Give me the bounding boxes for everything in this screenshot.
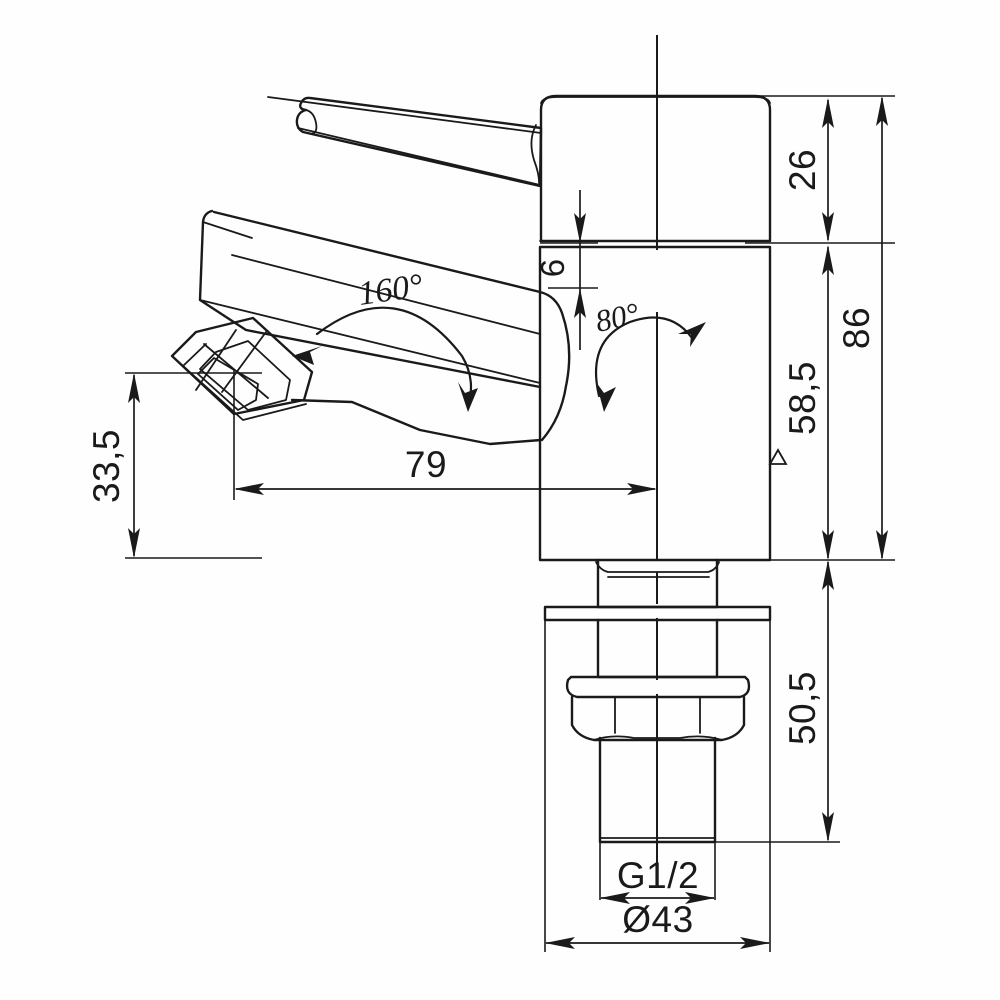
mount-sleeve-chamfer <box>595 561 720 573</box>
arrow-79-left <box>234 483 264 495</box>
arrow-86-top <box>876 96 888 126</box>
aerator-cross-line-1 <box>221 331 267 393</box>
spout-upper-sweep <box>212 210 571 442</box>
arrow-6-bottom <box>574 288 586 318</box>
angle-label-80: 80° <box>592 296 642 339</box>
arrow-335-bottom <box>128 528 140 558</box>
angle-160-arc <box>315 306 473 400</box>
arrow-dia43-left <box>545 937 575 949</box>
spout-facet-left-lower <box>199 299 541 384</box>
arrow-585-bottom <box>822 530 834 560</box>
arrow-79-right <box>627 483 657 495</box>
arrow-dia43-right <box>740 937 770 949</box>
arrow-26-bottom <box>822 212 834 242</box>
lever-handle-root-notch <box>530 124 541 187</box>
angle-label-160: 160° <box>356 267 426 313</box>
dim-label-79: 79 <box>405 444 447 485</box>
faucet-body-group <box>538 94 772 562</box>
angle-80-arc <box>594 316 694 398</box>
dim-label-g12: G1/2 <box>617 855 699 896</box>
dimension-bottom-group: G1/2 Ø43 <box>544 620 771 952</box>
lever-handle-tip-ellipse <box>305 109 318 135</box>
angle-80-arrow-top <box>678 322 706 347</box>
dimension-6-group: 6 <box>534 190 598 350</box>
aerator-inner-box-1 <box>182 343 307 421</box>
spout-lower-edge <box>290 398 543 446</box>
aerator-outer-box <box>170 316 314 416</box>
arrow-585-top <box>822 245 834 275</box>
arrow-505-top <box>822 560 834 590</box>
angle-80-group: 80° <box>592 296 706 412</box>
lever-handle-outline <box>295 96 543 188</box>
spout-group <box>170 209 571 446</box>
dim-label-6: 6 <box>534 259 571 277</box>
arrow-g12-left <box>600 892 630 904</box>
arrow-26-top <box>822 98 834 128</box>
dimension-left-group: 33,5 <box>86 372 262 559</box>
dim-label-86: 86 <box>836 307 877 349</box>
dimension-79-group: 79 <box>233 370 657 500</box>
spout-facet-left-upper <box>202 221 253 239</box>
arrow-g12-right <box>685 892 715 904</box>
aerator-cross-line-3 <box>195 329 237 391</box>
angle-80-arrow-bottom <box>596 382 616 412</box>
angle-160-arrow-right <box>458 382 478 412</box>
lever-handle-edge-a <box>267 96 542 134</box>
arrow-6-top <box>574 213 586 243</box>
arrow-86-bottom <box>876 530 888 560</box>
dim-label-585: 58,5 <box>782 361 823 435</box>
body-column-outline <box>538 245 772 562</box>
aerator-inner-box-2 <box>199 340 291 411</box>
lever-handle-edge-b <box>297 127 541 186</box>
spout-facet-mid <box>231 254 541 335</box>
dim-label-505: 50,5 <box>782 671 823 745</box>
handle-block-top-cap <box>540 96 771 104</box>
angle-160-group: 160° <box>292 267 478 412</box>
datum-triangle-marker <box>768 448 788 465</box>
dimension-right-group: 26 58,5 86 50,5 <box>715 95 895 843</box>
aerator-cross-line-2 <box>203 343 269 399</box>
angle-160-arrow-left <box>292 346 322 365</box>
aerator-slot-left <box>197 357 259 411</box>
spout-top-edge <box>198 209 542 389</box>
dim-label-dia43: Ø43 <box>622 899 693 940</box>
arrow-335-top <box>128 373 140 403</box>
dim-label-26: 26 <box>782 149 823 191</box>
arrow-505-bottom <box>822 812 834 842</box>
dim-label-335: 33,5 <box>86 429 127 503</box>
washer-outline <box>565 675 751 699</box>
lever-handle-group <box>267 96 543 188</box>
